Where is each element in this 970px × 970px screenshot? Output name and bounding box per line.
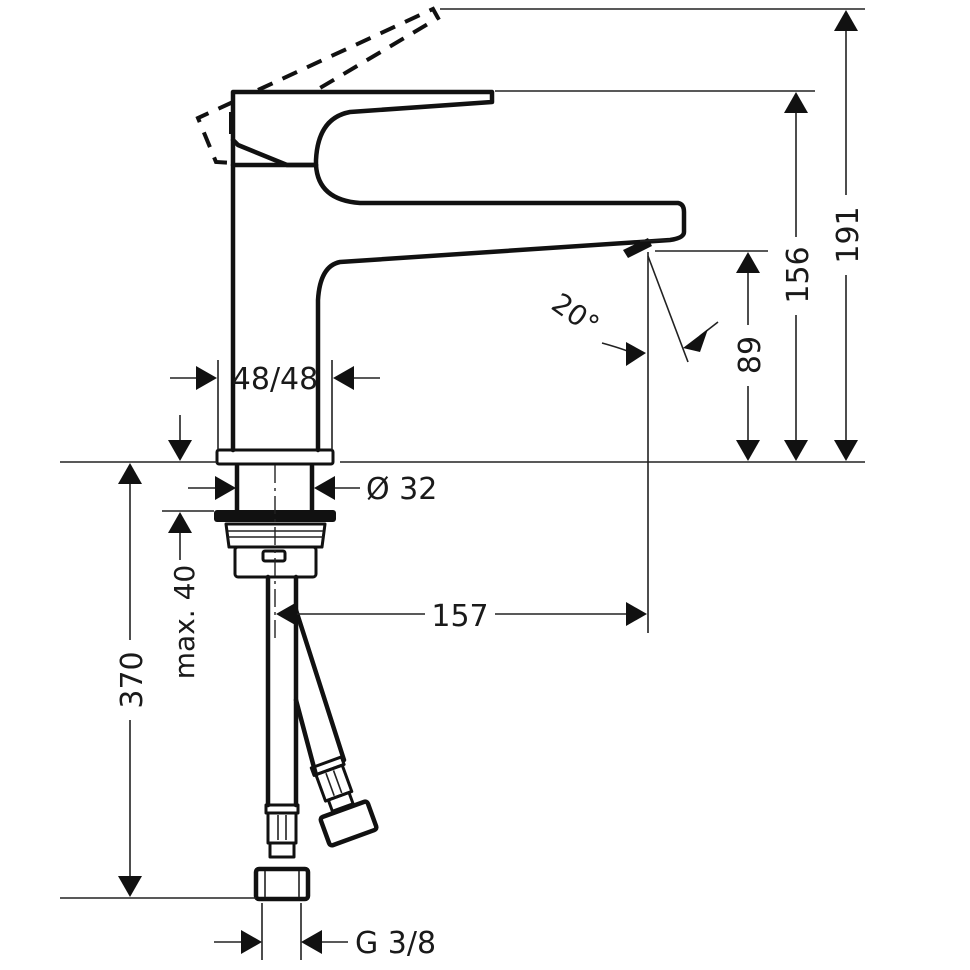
dimension-handle-height: 156 xyxy=(495,90,816,461)
dimension-spout-angle: 20° xyxy=(546,252,719,633)
dimension-hose-length: 370 xyxy=(115,463,150,897)
dimension-label-48-48: 48/48 xyxy=(232,362,318,397)
faucet-body xyxy=(229,89,687,453)
mounting-assembly xyxy=(60,448,865,640)
dimension-body-width: 48/48 xyxy=(170,360,380,450)
dimension-label-89: 89 xyxy=(733,336,768,374)
dimension-spout-height: 89 xyxy=(655,250,768,461)
dimension-spout-reach: 157 xyxy=(276,599,647,634)
dimension-label-max-40: max. 40 xyxy=(168,565,201,679)
dimension-connection-thread: G 3/8 xyxy=(214,903,436,961)
dimension-label-g-3-8: G 3/8 xyxy=(355,926,436,961)
dimension-label-370: 370 xyxy=(115,651,150,708)
supply-hoses xyxy=(60,574,379,902)
handle-raised-outline xyxy=(195,6,441,165)
dimension-counter-thickness: max. 40 xyxy=(162,415,214,679)
dimension-label-157: 157 xyxy=(431,599,488,634)
dimension-total-height: 191 xyxy=(440,8,866,461)
dimension-shank-diameter: Ø 32 xyxy=(188,472,437,507)
dimension-label-191: 191 xyxy=(831,206,866,263)
dimension-label-20deg: 20° xyxy=(546,286,606,342)
dimension-label-156: 156 xyxy=(781,246,816,303)
dimension-label-diameter-32: Ø 32 xyxy=(366,472,437,507)
